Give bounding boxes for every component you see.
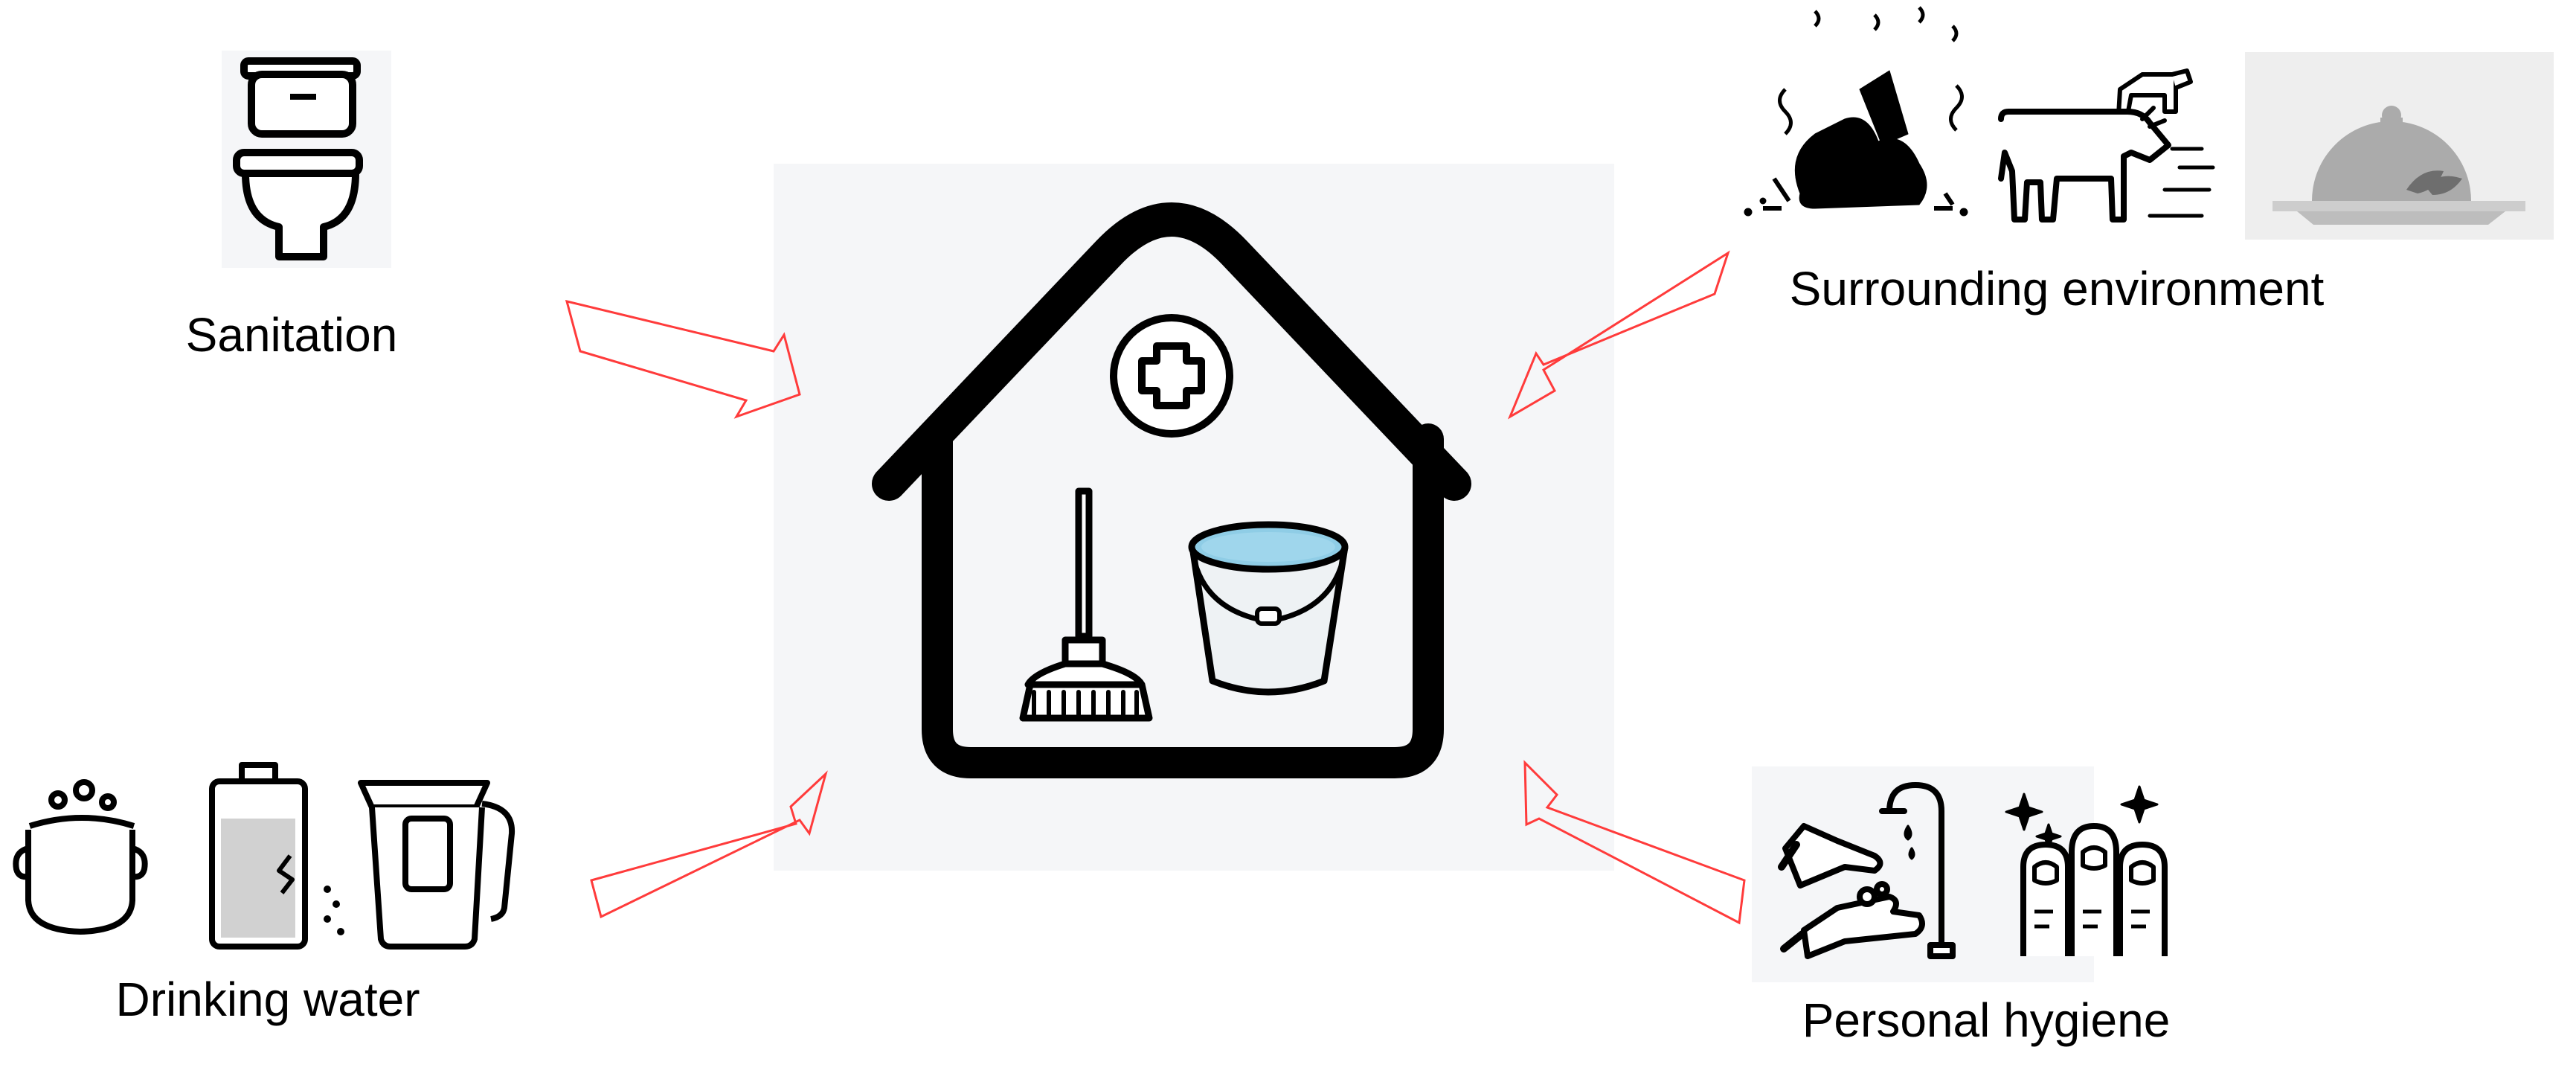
covered-food-dish-icon [2245,52,2554,240]
arrow-from-drinking-water [590,770,828,919]
boiling-pot-icon [13,779,148,935]
toilet-icon [233,57,363,260]
drinking-water-label: Drinking water [115,973,420,1026]
house-icon [872,202,1471,778]
clean-nails-icon [2005,785,2168,956]
arrows [565,250,1746,925]
medical-cross-icon [1110,314,1233,438]
surrounding-environment-label: Surrounding environment [1790,262,2325,316]
central-home-group [774,164,1614,871]
water-filter-jug-icon [358,780,515,950]
personal-hygiene-label: Personal hygiene [1802,993,2171,1047]
livestock-icon [1998,68,2215,222]
drinking-water-group: Drinking water [13,762,515,1026]
water-bucket-icon [1188,521,1349,696]
garbage-bags-icon [1744,6,1968,217]
personal-hygiene-group: Personal hygiene [1752,766,2170,1047]
broom-icon [1019,487,1153,722]
sanitation-label: Sanitation [186,308,398,362]
surrounding-environment-group: Surrounding environment [1744,6,2554,316]
handwashing-icon [1778,782,1956,959]
arrow-from-sanitation [565,299,801,419]
arrow-from-personal-hygiene [1523,760,1746,925]
water-filter-cartridge-icon [209,762,344,950]
arrow-from-environment [1507,250,1730,420]
sanitation-group: Sanitation [186,51,398,362]
